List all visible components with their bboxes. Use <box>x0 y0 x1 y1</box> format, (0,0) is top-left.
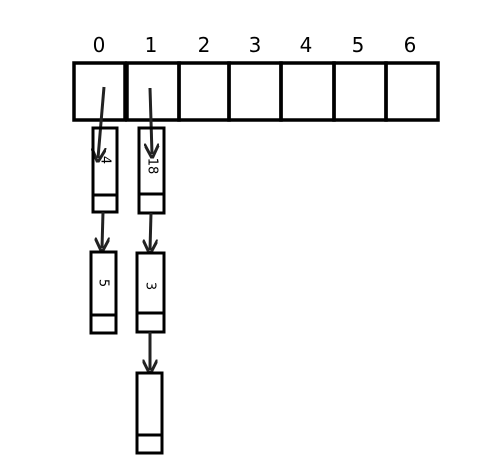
next-arrow <box>102 211 103 248</box>
list-node: 4 <box>91 126 119 214</box>
list-node: 3 <box>135 251 166 334</box>
bucket-cell-6 <box>384 61 440 122</box>
node-value-label: 4 <box>98 156 113 164</box>
node-next-box <box>137 192 166 215</box>
bucket-index-2: 2 <box>198 33 211 57</box>
list-node: 5 <box>89 250 118 335</box>
node-next-box <box>135 311 166 334</box>
bucket-cell-5 <box>332 61 388 122</box>
node-value-box <box>135 371 164 437</box>
node-value-label: 5 <box>96 279 111 287</box>
chain-bucket-0: 4 5 <box>89 86 119 335</box>
bucket-cell-4 <box>279 61 336 122</box>
bucket-index-5: 5 <box>352 33 365 57</box>
bucket-cell-2 <box>177 61 231 122</box>
bucket-cell-0 <box>72 61 127 122</box>
bucket-index-0: 0 <box>93 33 106 57</box>
next-arrow <box>150 212 151 250</box>
bucket-array <box>72 61 440 122</box>
list-node <box>135 371 164 455</box>
node-next-box <box>135 433 164 455</box>
bucket-index-3: 3 <box>249 33 262 57</box>
node-next-box <box>91 193 119 214</box>
bucket-cell-1 <box>125 61 181 122</box>
node-next-box <box>89 313 118 335</box>
bucket-cell-3 <box>227 61 283 122</box>
bucket-index-1: 1 <box>145 33 158 57</box>
chain-bucket-1: 18 3 <box>135 87 166 455</box>
pointer-arrow-bucket-1 <box>150 87 152 154</box>
node-value-label: 18 <box>145 158 160 175</box>
bucket-index-6: 6 <box>404 33 417 57</box>
node-value-label: 3 <box>143 282 158 290</box>
list-node: 18 <box>137 126 166 215</box>
pointer-arrow-bucket-0 <box>98 86 104 158</box>
bucket-index-labels: 0 1 2 3 4 5 6 <box>93 33 417 57</box>
bucket-index-4: 4 <box>300 33 313 57</box>
